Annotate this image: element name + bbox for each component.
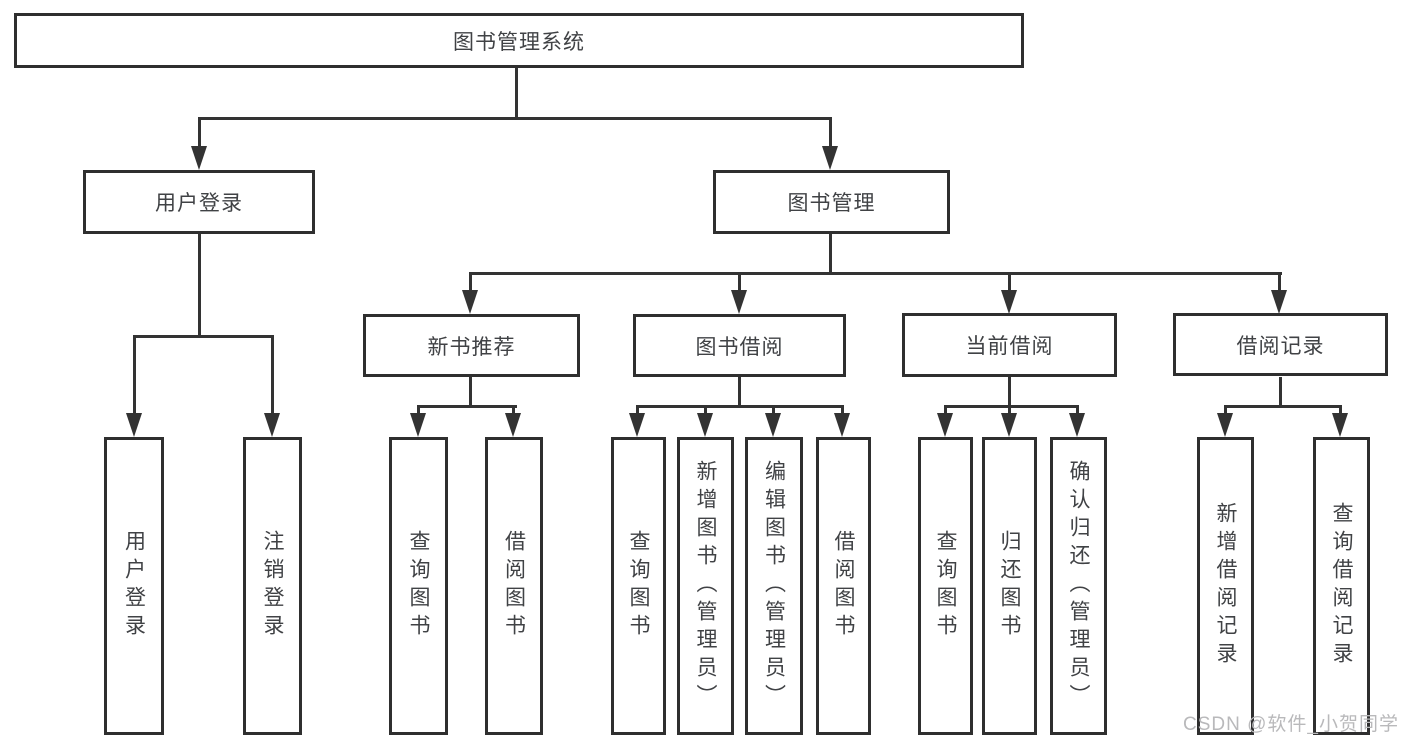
arrowhead-bb-add (697, 413, 713, 437)
arrowhead-cb-return (1001, 413, 1017, 437)
arrowhead-bb-edit (765, 413, 781, 437)
connector-level1-rail (198, 117, 832, 120)
connector-nb-rail (417, 405, 517, 408)
connector-stub-new-book (469, 272, 472, 292)
leaf-bb-edit-books-admin-label: 编辑图书（管理员） (762, 460, 786, 712)
connector-cb-rail (944, 405, 1079, 408)
arrowhead-borrow-records (1271, 290, 1287, 314)
csdn-watermark: CSDN @软件_小贺同学 (1183, 714, 1399, 735)
leaf-bb-add-books-admin-label: 新增图书（管理员） (694, 460, 717, 712)
node-book-management-label: 图书管理 (787, 192, 876, 215)
connector-bb-stem (738, 377, 741, 408)
leaf-logout-login: 注销登录 (243, 437, 302, 735)
arrowhead-leaf-logout (264, 413, 280, 437)
leaf-nb-borrow-books: 借阅图书 (485, 437, 543, 735)
connector-stub-book-mgmt (829, 117, 832, 149)
arrowhead-br-add (1217, 413, 1233, 437)
leaf-nb-borrow-books-label: 借阅图书 (502, 530, 526, 642)
connector-stub-nb-query (417, 405, 420, 417)
arrowhead-current-borrow (1001, 290, 1017, 314)
connector-user-login-rail (133, 335, 274, 338)
node-current-borrow: 当前借阅 (902, 313, 1117, 377)
leaf-cb-return-books-label: 归还图书 (998, 530, 1021, 642)
arrowhead-nb-query (410, 413, 426, 437)
leaf-bb-add-books-admin: 新增图书（管理员） (677, 437, 734, 735)
connector-br-stem (1279, 377, 1282, 408)
connector-stub-bb-edit (772, 405, 775, 417)
connector-stub-br-add (1224, 405, 1227, 417)
leaf-br-query-record: 查询借阅记录 (1313, 437, 1370, 735)
arrowhead-cb-query (937, 413, 953, 437)
node-root: 图书管理系统 (14, 13, 1024, 68)
connector-stub-current-borrow (1008, 272, 1011, 292)
connector-stub-cb-query (944, 405, 947, 417)
leaf-bb-borrow-books: 借阅图书 (816, 437, 871, 735)
leaf-bb-edit-books-admin: 编辑图书（管理员） (745, 437, 803, 735)
leaf-user-login: 用户登录 (104, 437, 164, 735)
leaf-bb-borrow-books-label: 借阅图书 (832, 530, 855, 642)
connector-stub-cb-return (1008, 405, 1011, 417)
leaf-bb-query-books: 查询图书 (611, 437, 666, 735)
node-new-book-recommend-label: 新书推荐 (427, 335, 516, 359)
leaf-cb-query-books: 查询图书 (918, 437, 973, 735)
node-user-login-branch: 用户登录 (83, 170, 315, 234)
leaf-br-add-record: 新增借阅记录 (1197, 437, 1254, 735)
node-book-management: 图书管理 (713, 170, 950, 234)
connector-book-mgmt-stem (829, 234, 832, 275)
arrowhead-bb-borrow (834, 413, 850, 437)
connector-root-stem (515, 68, 518, 120)
node-new-book-recommend: 新书推荐 (363, 314, 580, 377)
arrowhead-bb-query (629, 413, 645, 437)
leaf-cb-confirm-return-admin: 确认归还（管理员） (1050, 437, 1107, 735)
leaf-bb-query-books-label: 查询图书 (627, 530, 650, 642)
connector-user-login-stem (198, 234, 201, 338)
node-user-login-branch-label: 用户登录 (155, 192, 243, 215)
connector-nb-stem (469, 377, 472, 408)
arrowhead-user-login (191, 146, 207, 170)
connector-stub-bb-query (636, 405, 639, 417)
node-borrow-records: 借阅记录 (1173, 313, 1388, 376)
arrowhead-book-borrow (731, 290, 747, 314)
connector-stub-leaf-logout (271, 335, 274, 415)
leaf-user-login-label: 用户登录 (122, 530, 146, 642)
leaf-nb-query-books-label: 查询图书 (407, 530, 430, 642)
connector-stub-nb-borrow (512, 405, 515, 417)
node-book-borrow-label: 图书借阅 (695, 335, 784, 359)
arrowhead-new-book (462, 290, 478, 314)
leaf-logout-login-label: 注销登录 (261, 530, 284, 642)
connector-cb-stem (1008, 377, 1011, 408)
connector-stub-book-borrow (738, 272, 741, 292)
leaf-br-query-record-label: 查询借阅记录 (1330, 502, 1353, 670)
connector-stub-bb-add (704, 405, 707, 417)
node-root-label: 图书管理系统 (453, 30, 585, 54)
connector-bb-rail (636, 405, 844, 408)
connector-br-rail (1224, 405, 1342, 408)
leaf-br-add-record-label: 新增借阅记录 (1214, 502, 1237, 670)
leaf-cb-query-books-label: 查询图书 (934, 530, 957, 642)
connector-stub-user-login (198, 117, 201, 149)
node-current-borrow-label: 当前借阅 (965, 335, 1054, 358)
connector-stub-borrow-records (1278, 272, 1281, 292)
connector-stub-bb-borrow (841, 405, 844, 417)
arrowhead-book-mgmt (822, 146, 838, 170)
arrowhead-leaf-user-login (126, 413, 142, 437)
leaf-cb-confirm-return-admin-label: 确认归还（管理员） (1067, 460, 1090, 712)
leaf-nb-query-books: 查询图书 (389, 437, 448, 735)
leaf-cb-return-books: 归还图书 (982, 437, 1037, 735)
node-book-borrow: 图书借阅 (633, 314, 846, 377)
connector-stub-leaf-user-login (133, 335, 136, 415)
arrowhead-br-query (1332, 413, 1348, 437)
arrowhead-nb-borrow (505, 413, 521, 437)
connector-stub-br-query (1339, 405, 1342, 417)
arrowhead-cb-confirm (1069, 413, 1085, 437)
connector-stub-cb-confirm (1076, 405, 1079, 417)
connector-level2-rail (469, 272, 1282, 275)
node-borrow-records-label: 借阅记录 (1236, 334, 1325, 358)
